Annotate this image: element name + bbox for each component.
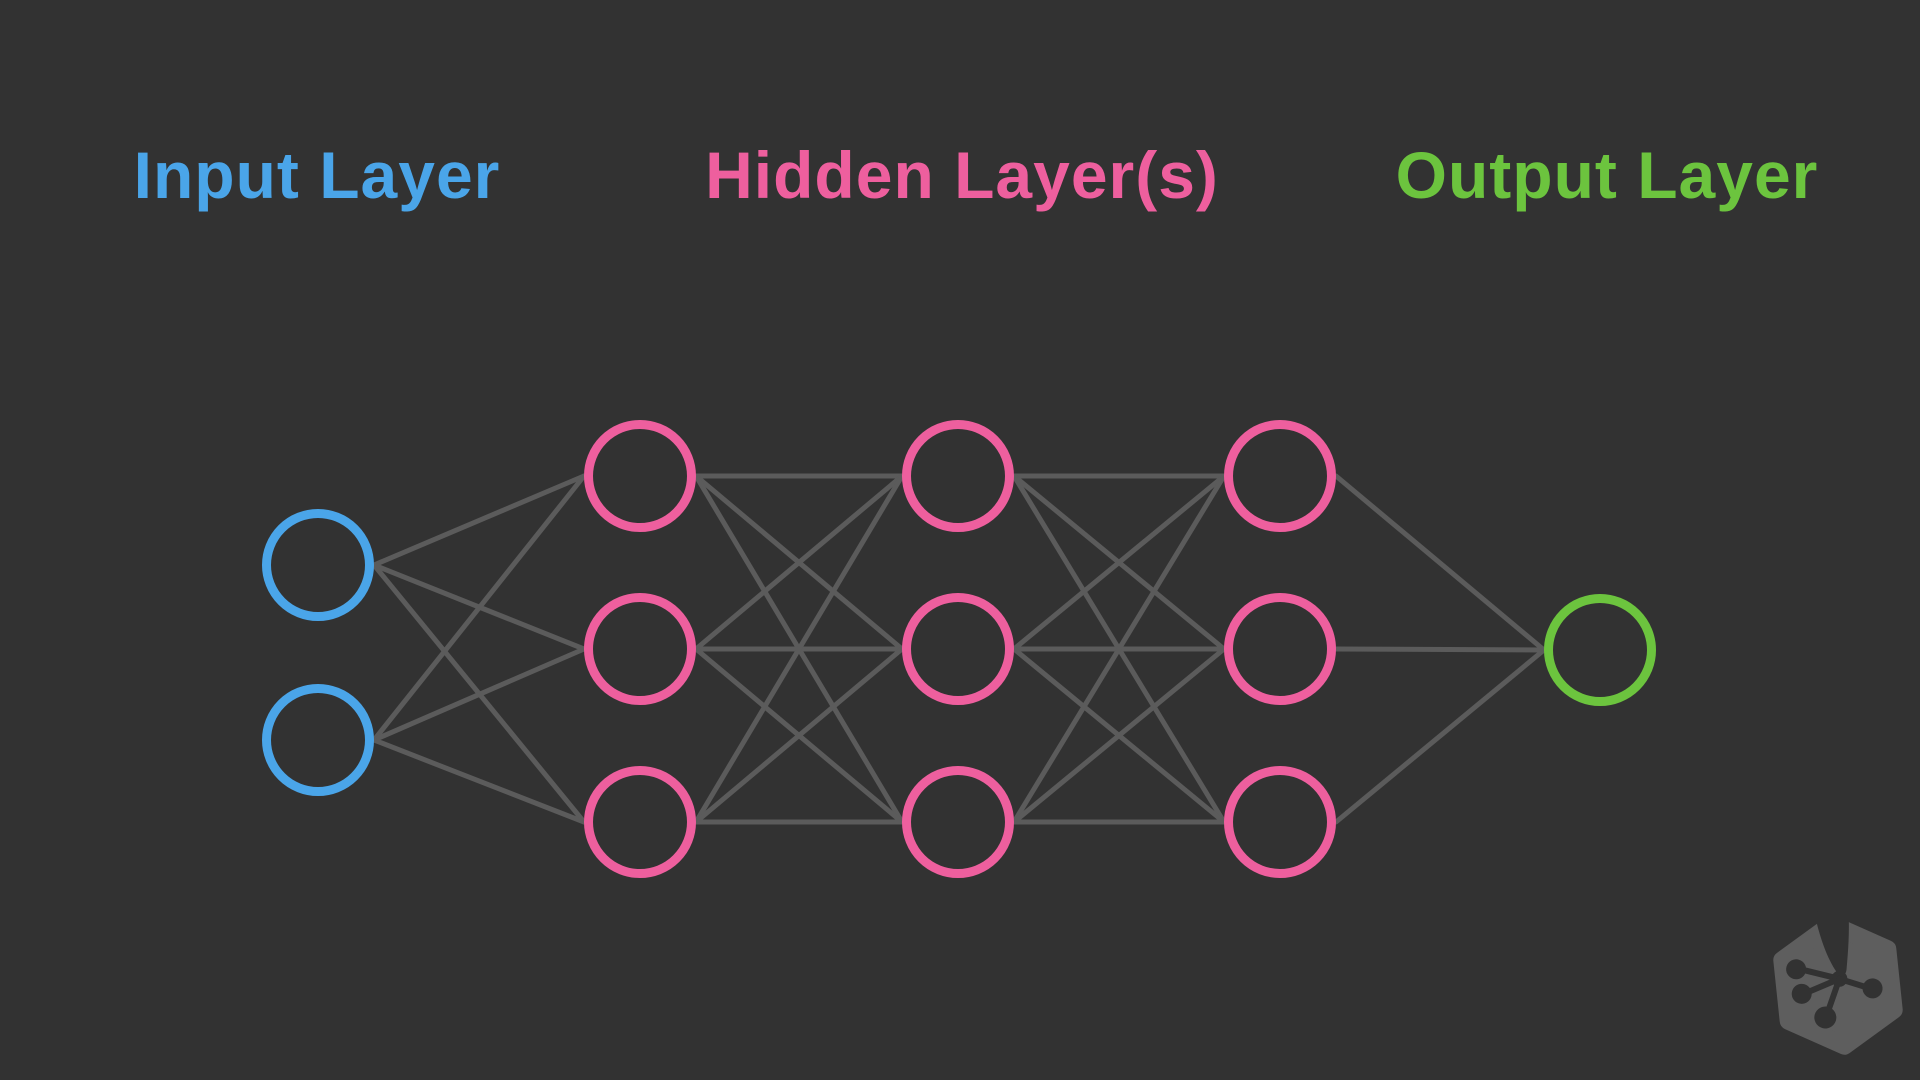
output-layer-nodes <box>1544 594 1656 706</box>
connection-edge <box>1333 647 1547 825</box>
connection-edge <box>693 646 905 825</box>
connection-edge <box>371 737 587 825</box>
connection-edge <box>1011 473 1227 825</box>
connection-edges <box>371 473 1547 825</box>
output-node <box>1544 594 1656 706</box>
hidden-1-layer-nodes <box>584 420 696 878</box>
output-layer-label: Output Layer <box>1395 138 1819 212</box>
input-layer-label: Input Layer <box>133 138 501 212</box>
connection-edge <box>1333 473 1547 653</box>
connection-edge <box>371 473 587 568</box>
hidden-node <box>1224 420 1336 532</box>
hidden-node <box>584 766 696 878</box>
hidden-layer-label: Hidden Layer(s) <box>705 138 1219 212</box>
connection-edge <box>371 646 587 743</box>
connection-edge <box>371 473 587 743</box>
hidden-node <box>902 593 1014 705</box>
connection-edge <box>1333 646 1547 653</box>
hidden-node <box>1224 593 1336 705</box>
input-node <box>262 509 374 621</box>
connection-edge <box>693 473 905 825</box>
hidden-node <box>902 766 1014 878</box>
logo-mark <box>1773 909 1903 1055</box>
hidden-node <box>1224 766 1336 878</box>
input-node <box>262 684 374 796</box>
connection-edge <box>693 473 905 652</box>
hidden-2-layer-nodes <box>902 420 1014 878</box>
input-layer-nodes <box>262 509 374 796</box>
hidden-node <box>902 420 1014 532</box>
connection-edge <box>1011 646 1227 825</box>
logo-foot <box>1786 909 1883 1029</box>
hidden-node <box>584 420 696 532</box>
connection-edge <box>1011 473 1227 652</box>
hidden-node <box>584 593 696 705</box>
hidden-3-layer-nodes <box>1224 420 1336 878</box>
